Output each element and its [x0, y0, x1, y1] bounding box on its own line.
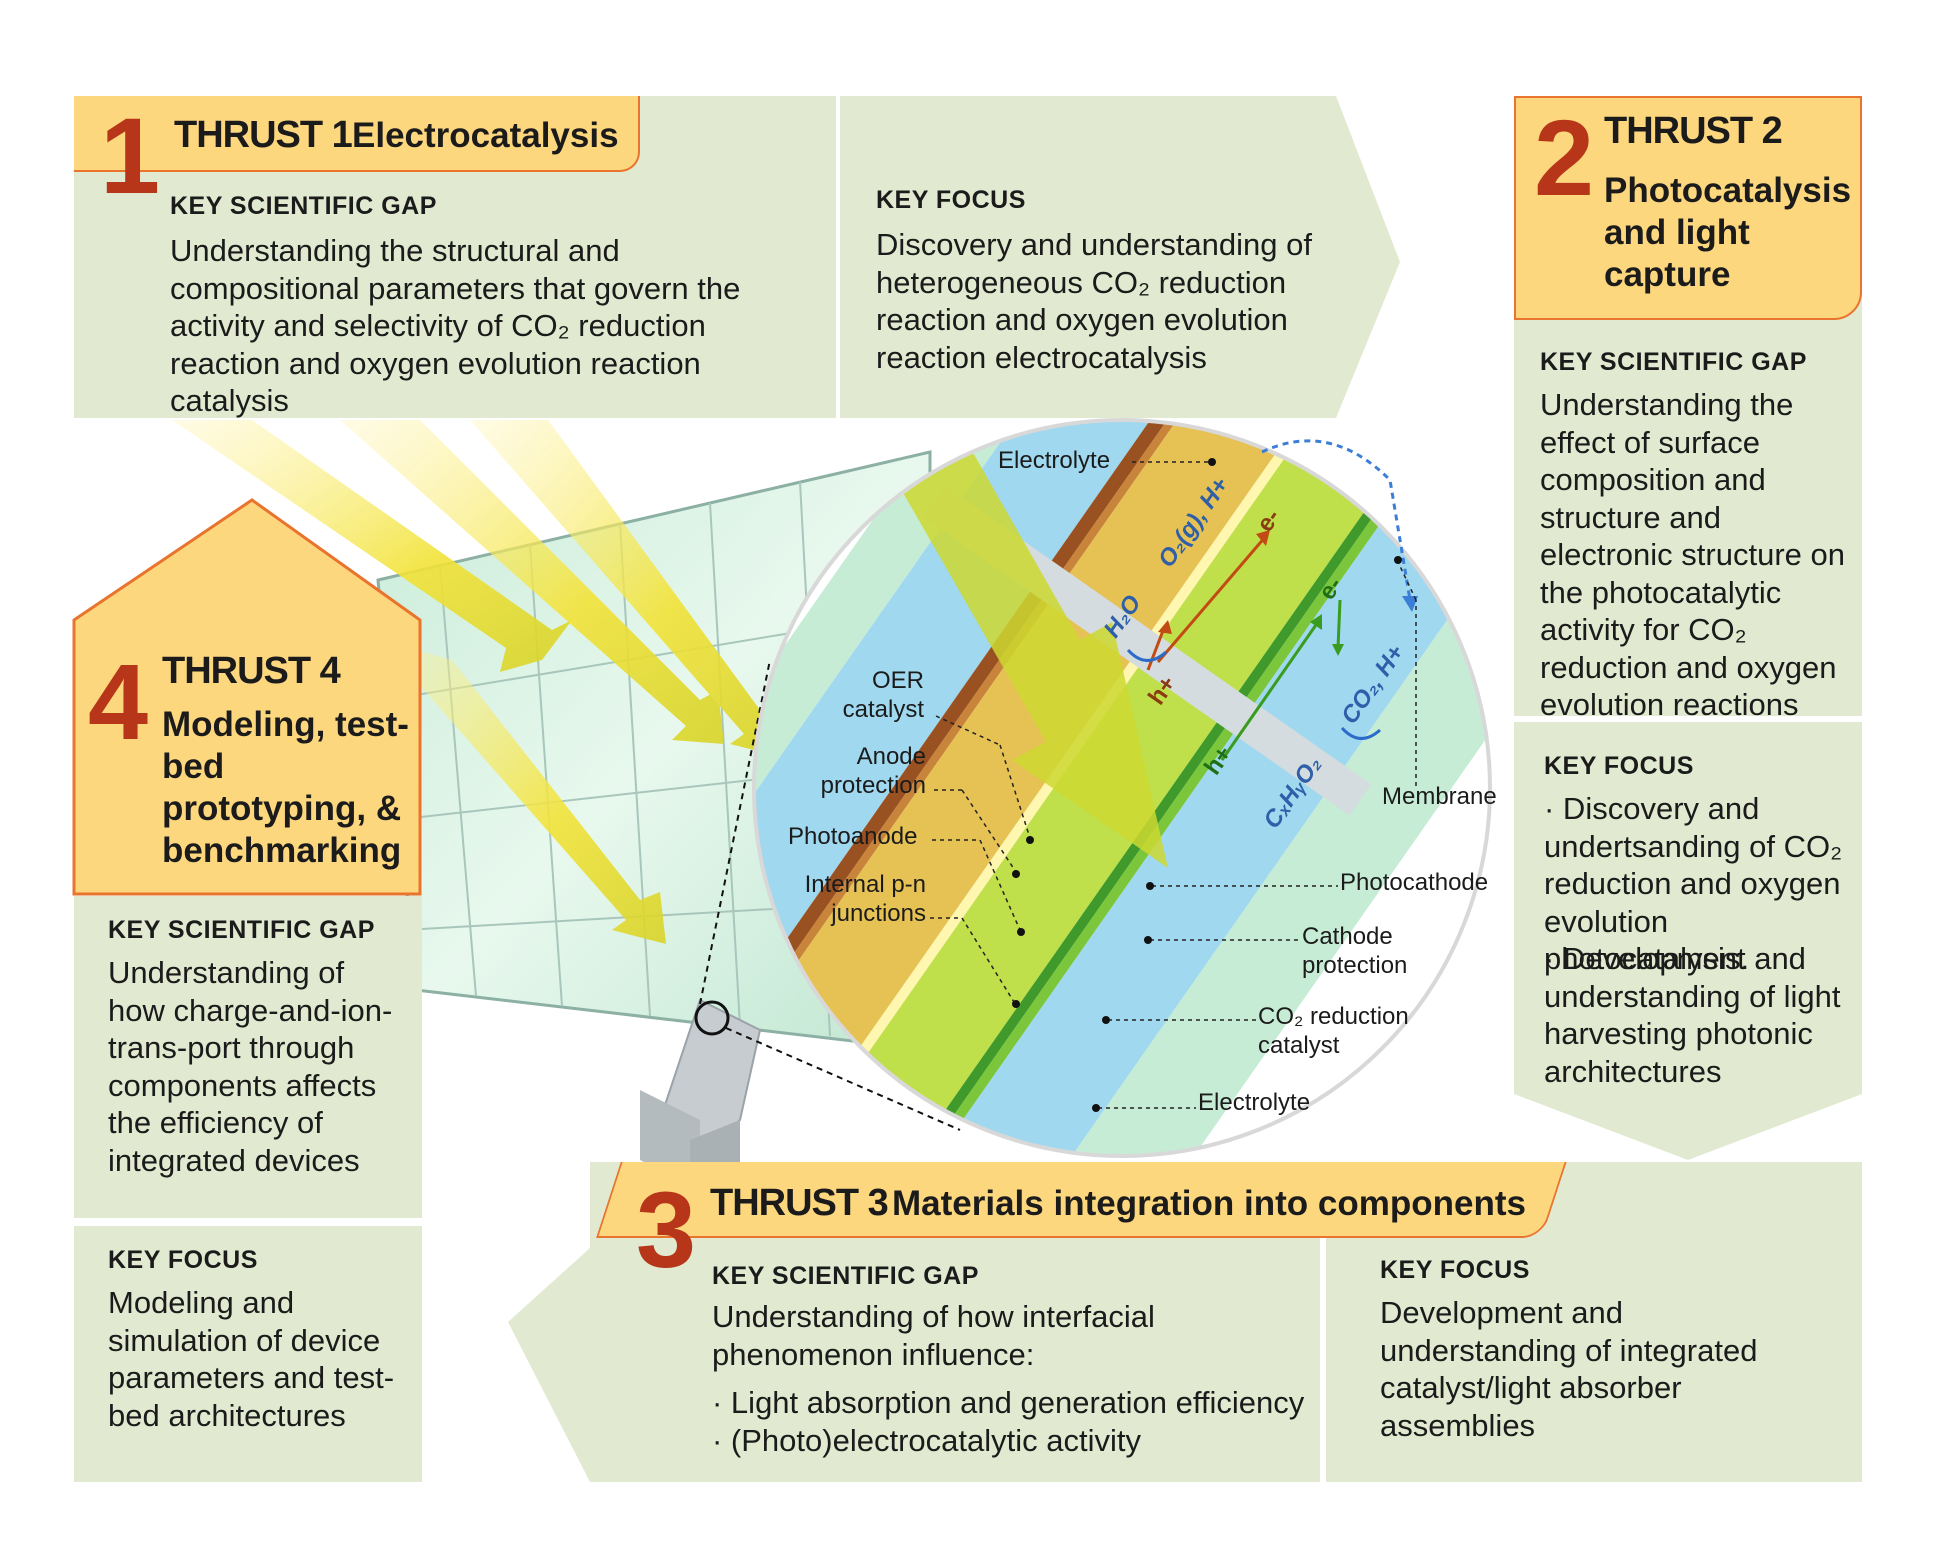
thrust2-gap-text: Understanding the effect of surface comp…: [1540, 387, 1845, 722]
label-anode-protection: Anode protection: [820, 743, 926, 799]
thrust2-focus-item-2: · Development and understanding of light…: [1544, 941, 1841, 1089]
label-leader-lines: [930, 458, 1417, 1112]
thrust2-focus-label: KEY FOCUS: [1544, 752, 1694, 780]
thrust3-arrow-tip: [508, 1248, 590, 1482]
thrust2-title: Photocatalysis and light capture: [1604, 171, 1852, 294]
thrust3-gap-item-2: · (Photo)electrocatalytic activity: [712, 1423, 1141, 1458]
thrust3-title-bold: THRUST 3: [710, 1182, 889, 1224]
thrust1-header: [74, 96, 640, 172]
label-membrane: Membrane: [1382, 783, 1497, 810]
charge-arrows: [1126, 439, 1418, 761]
thrust2-header: [1514, 96, 1862, 320]
thrust4-gap-text: Understanding of how charge-and-ion-tran…: [108, 955, 393, 1178]
thrust1-arrow-tip: [1336, 96, 1400, 418]
thrust3-number: 3: [636, 1169, 697, 1290]
thrust2-focus-item-1: · Discovery and undertsanding of CO₂ red…: [1544, 791, 1843, 976]
thrust1-number: 1: [100, 95, 161, 216]
thrust3-gap-label: KEY SCIENTIFIC GAP: [712, 1262, 979, 1290]
thrust1-title: Electrocatalysis: [352, 116, 619, 155]
thrust4-title: Modeling, test-bed prototyping, & benchm…: [162, 705, 409, 870]
magnifier-target: [694, 1000, 730, 1036]
label-photocathode: Photocathode: [1340, 869, 1489, 896]
label-co2-catalyst: CO₂ reduction catalyst: [1258, 1003, 1409, 1059]
cross-section-view: [754, 420, 1490, 1156]
thrust1-title-bold: THRUST 1: [174, 114, 353, 156]
label-photoanode: Photoanode: [788, 823, 918, 850]
thrust2-number: 2: [1534, 97, 1595, 218]
thrust2-title-bold: THRUST 2: [1604, 110, 1783, 152]
thrust1-gap-label: KEY SCIENTIFIC GAP: [170, 192, 437, 220]
thrust3-gap-item-1: · Light absorption and generation effici…: [712, 1385, 1305, 1420]
label-electrolyte-top: Electrolyte: [998, 447, 1111, 474]
thrust4-header-shape: [72, 498, 422, 896]
label-electrolyte-bottom: Electrolyte: [1198, 1089, 1311, 1116]
thrust2-gap-label: KEY SCIENTIFIC GAP: [1540, 348, 1807, 376]
thrust4-gap-label: KEY SCIENTIFIC GAP: [108, 916, 375, 944]
thrust1-focus-label: KEY FOCUS: [876, 186, 1026, 214]
label-cathode-protection: Cathode protection: [1302, 923, 1408, 979]
thrust4-panel: [74, 896, 422, 1218]
thrust4-focus-panel: [74, 1226, 422, 1482]
thrust4-title-bold: THRUST 4: [162, 650, 341, 692]
thrust3-title: Materials integration into components: [892, 1184, 1526, 1223]
thrust1-focus-panel: [840, 96, 1336, 418]
thrust4-focus-text: Modeling and simulation of device parame…: [108, 1285, 395, 1433]
label-pn-junctions: Internal p-n junctions: [804, 871, 926, 927]
thrust4-focus-label: KEY FOCUS: [108, 1246, 258, 1274]
thrust3-focus-label: KEY FOCUS: [1380, 1256, 1530, 1284]
thrust4-number: 4: [88, 641, 149, 762]
thrust3-focus-text: Development and understanding of integra…: [1380, 1295, 1758, 1443]
sunlight-beams: [172, 420, 778, 944]
thrust2-focus-panel: [1514, 722, 1862, 1094]
thrust2-arrow-tip: [1514, 1094, 1862, 1160]
thrust1-focus-text: Discovery and understanding of heterogen…: [876, 227, 1312, 375]
thrust3-gap-text: Understanding of how interfacial phenome…: [712, 1299, 1155, 1372]
label-oer-catalyst: OER catalyst: [842, 667, 924, 723]
thrust1-gap-text: Understanding the structural and composi…: [170, 233, 741, 418]
